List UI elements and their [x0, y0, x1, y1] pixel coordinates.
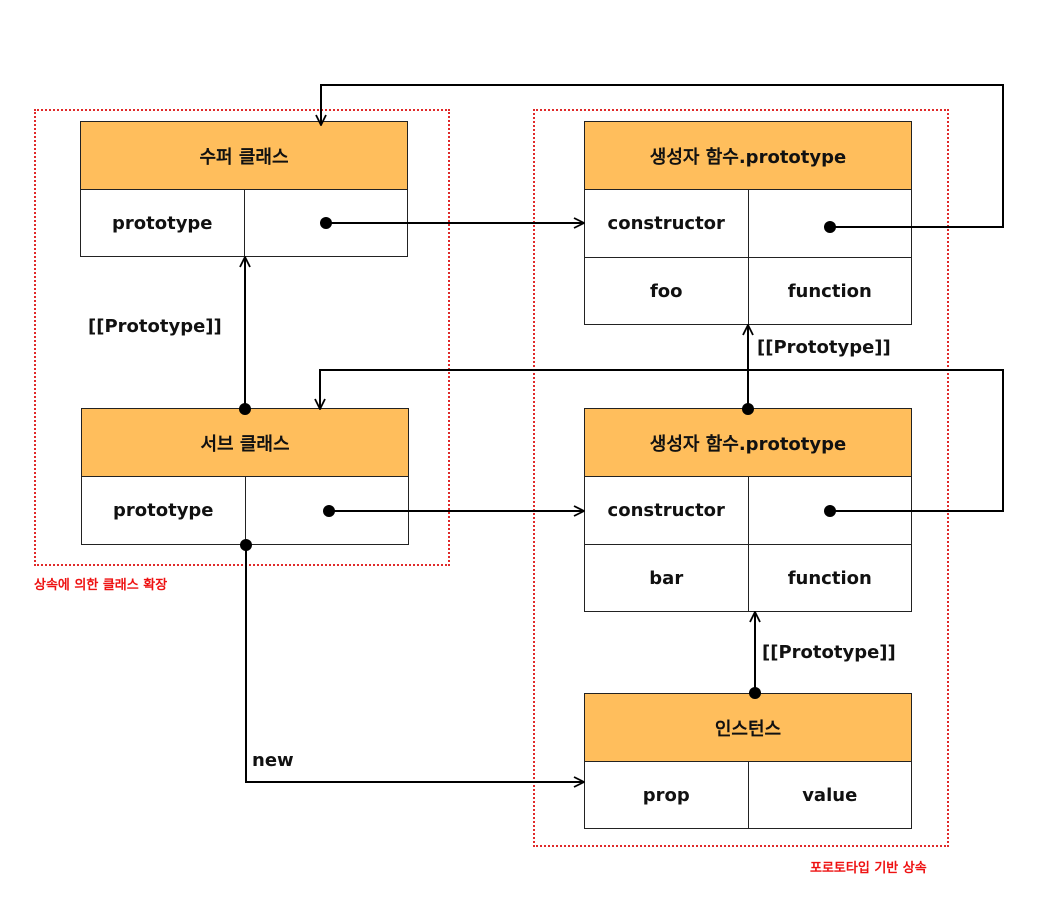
super-prototype-constructor-key: constructor: [607, 213, 725, 234]
sub-class-title: 서브 클래스: [82, 409, 408, 477]
super-prototype-constructor-row: constructor: [585, 190, 911, 258]
class-extension-group: [34, 109, 450, 566]
super-prototype-box: 생성자 함수.prototype constructor foo functio…: [584, 121, 912, 325]
instance-prop-key: prop: [642, 785, 690, 806]
super-class-prototype-row: prototype: [81, 190, 407, 257]
sub-prototype-title: 생성자 함수.prototype: [585, 409, 911, 477]
instance-box: 인스턴스 prop value: [584, 693, 912, 829]
super-prototype-foo-key: foo: [649, 281, 683, 302]
sub-prototype-bar-row: bar function: [585, 545, 911, 612]
sub-class-prototype-value: [244, 477, 409, 544]
super-prototype-foo-row: foo function: [585, 258, 911, 325]
super-prototype-foo-value: function: [747, 258, 912, 325]
sub-class-box: 서브 클래스 prototype: [81, 408, 409, 545]
sub-prototype-constructor-key: constructor: [607, 500, 725, 521]
super-prototype-title: 생성자 함수.prototype: [585, 122, 911, 190]
super-prototype-constructor-value: [747, 190, 912, 257]
instance-title: 인스턴스: [585, 694, 911, 762]
sub-prototype-constructor-value: [747, 477, 912, 544]
class-extension-label: 상속에 의한 클래스 확장: [34, 578, 168, 593]
prototype-inheritance-label: 포로토타입 기반 상속: [810, 861, 927, 876]
sub-prototype-box: 생성자 함수.prototype constructor bar functio…: [584, 408, 912, 612]
instance-prop-value: value: [747, 762, 912, 829]
super-class-title: 수퍼 클래스: [81, 122, 407, 190]
sub-to-super-prototype-label: [[Prototype]]: [88, 316, 222, 337]
super-class-prototype-key: prototype: [111, 213, 213, 234]
instance-prop-row: prop value: [585, 762, 911, 829]
new-label: new: [252, 750, 294, 771]
sub-prototype-bar-value: function: [747, 545, 912, 612]
instance-to-subproto-label: [[Prototype]]: [762, 642, 896, 663]
super-class-prototype-value: [243, 190, 408, 257]
super-class-box: 수퍼 클래스 prototype: [80, 121, 408, 257]
sub-class-prototype-key: prototype: [112, 500, 214, 521]
sub-class-prototype-row: prototype: [82, 477, 408, 544]
subproto-to-superproto-label: [[Prototype]]: [757, 337, 891, 358]
sub-prototype-constructor-row: constructor: [585, 477, 911, 545]
sub-prototype-bar-key: bar: [649, 568, 684, 589]
